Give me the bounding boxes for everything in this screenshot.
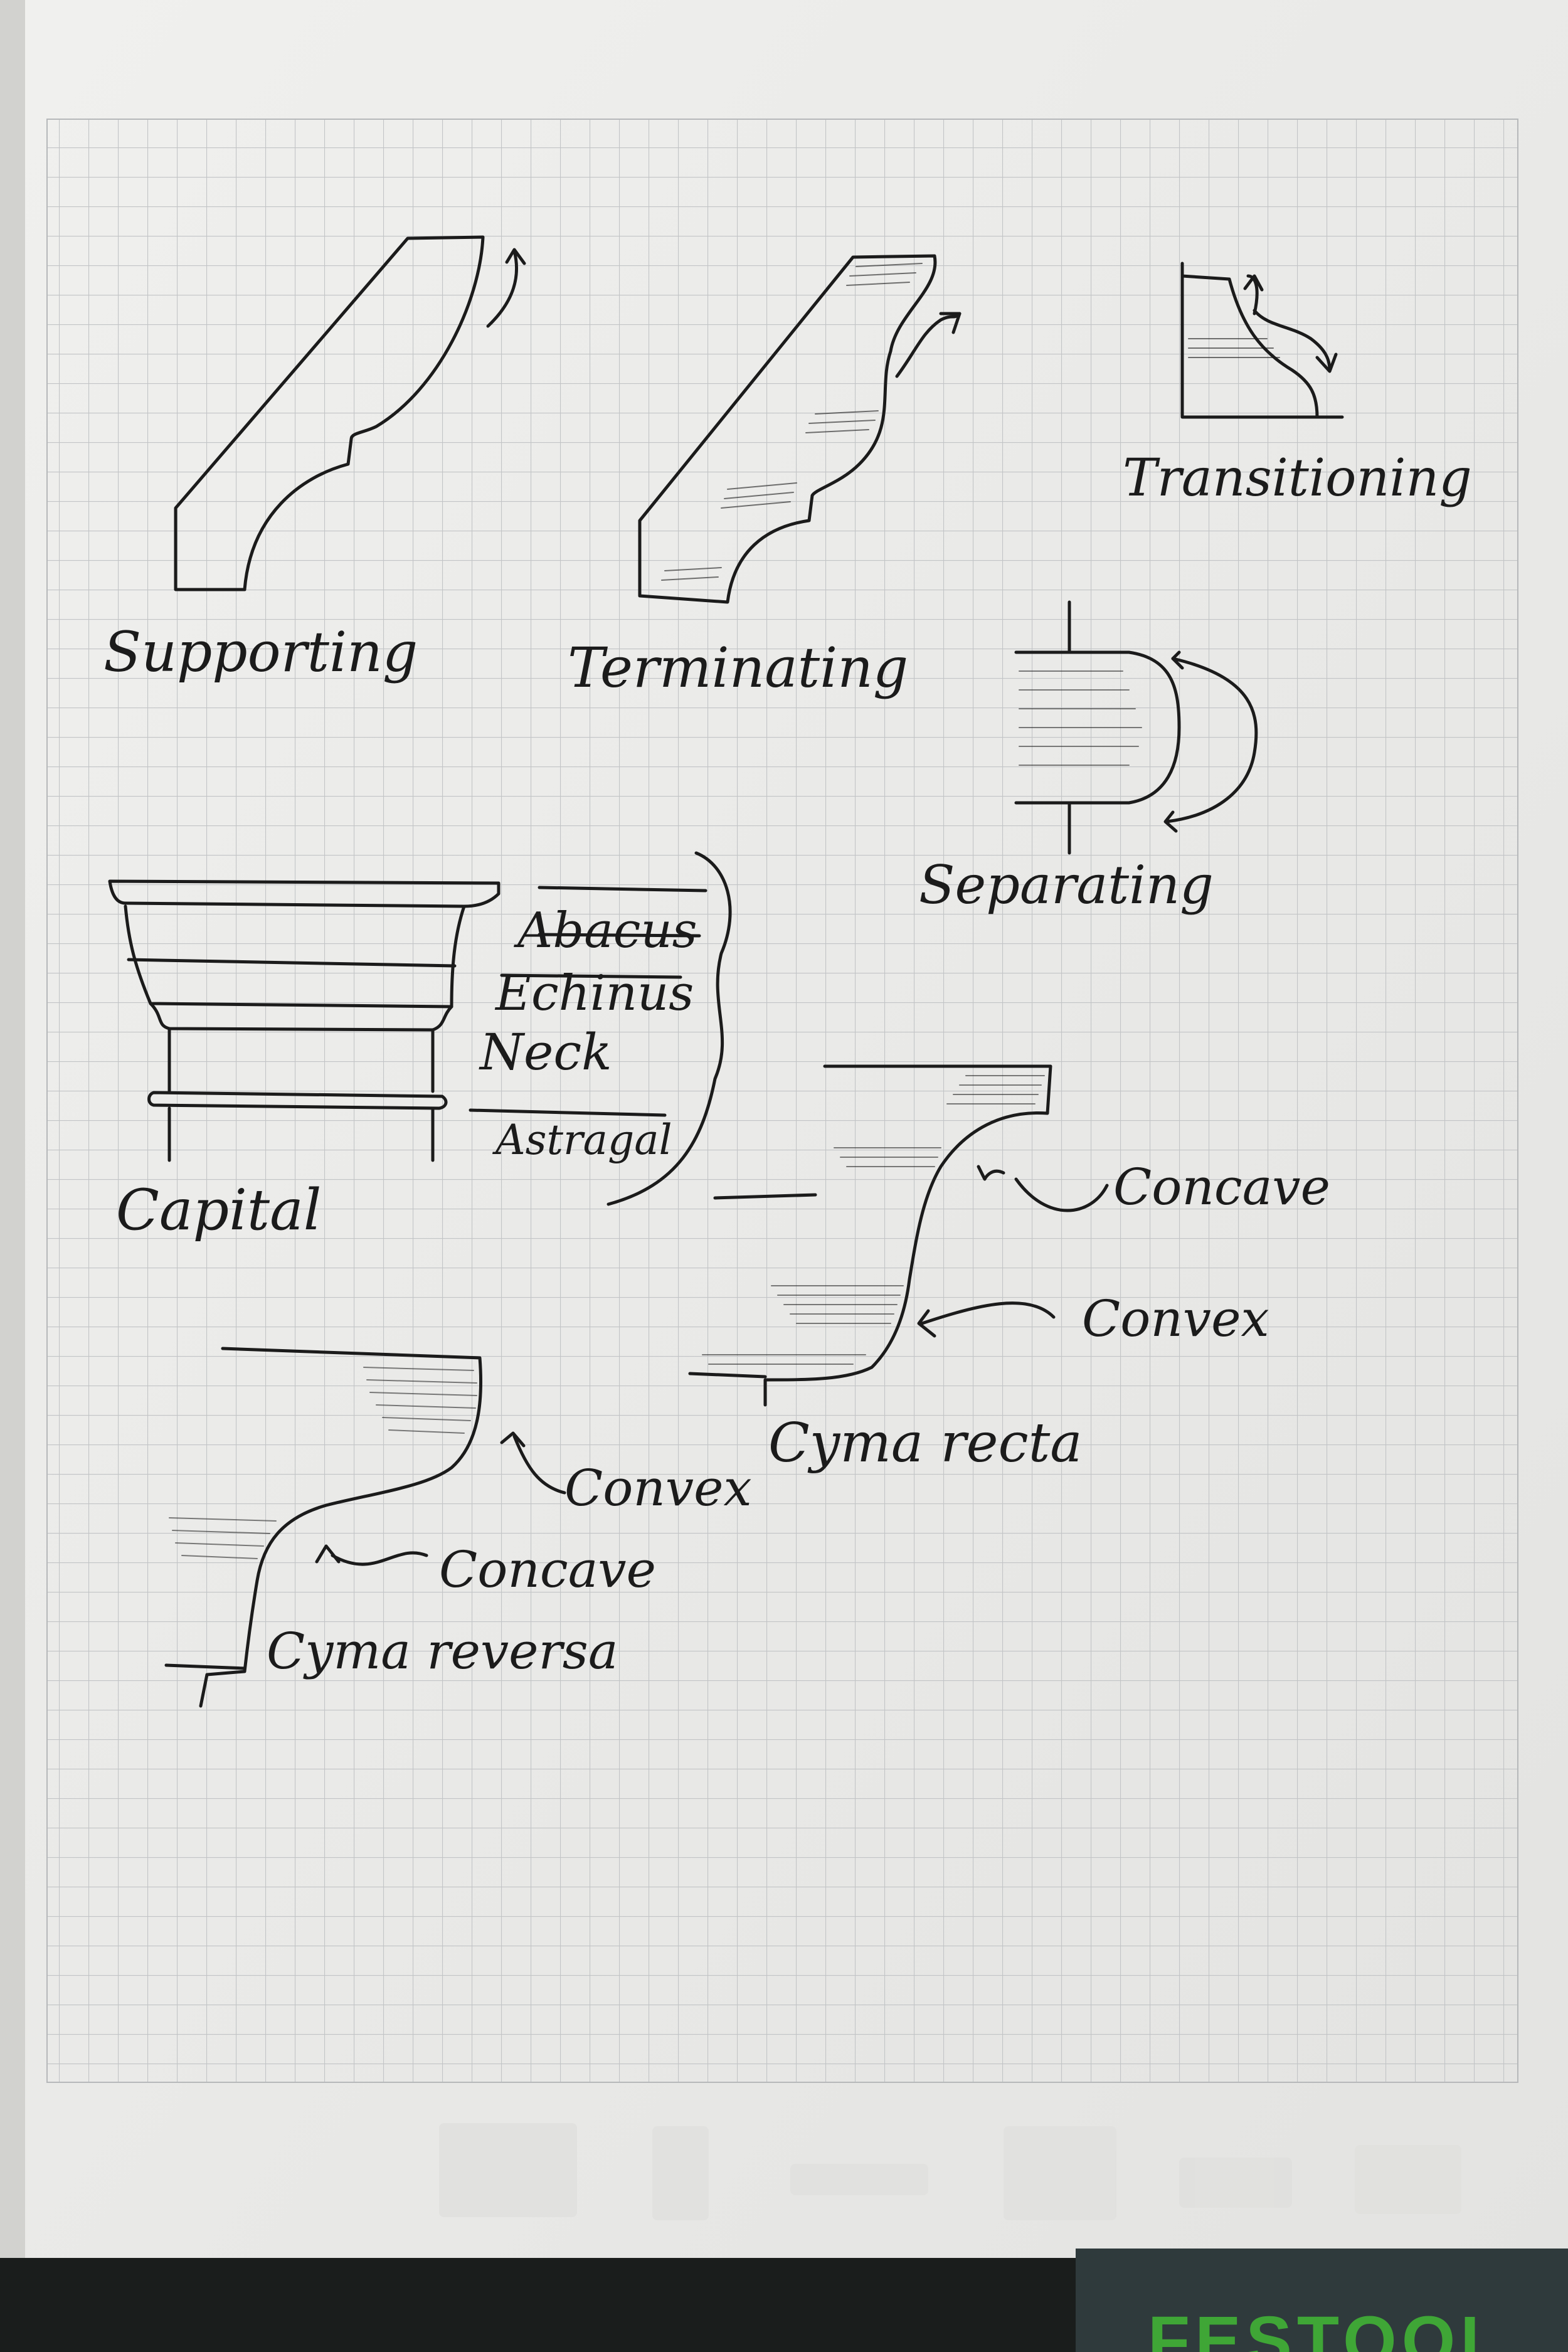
handwritten-labels: Supporting Terminating Transitioning Sep… (103, 448, 1472, 1680)
label-concave-recta: Concave (1113, 1158, 1330, 1216)
supporting-sketch (174, 235, 526, 591)
label-transitioning: Transitioning (1123, 448, 1472, 508)
grid-paper (47, 119, 1518, 2082)
label-separating: Separating (919, 854, 1214, 916)
capital-sketch (108, 851, 732, 1206)
label-astragal: Astragal (492, 1116, 672, 1164)
terminating-sketch (638, 254, 961, 604)
brand-logo: FESTOOL (1148, 2302, 1507, 2352)
label-convex-recta: Convex (1082, 1290, 1269, 1348)
transitioning-sketch (1180, 262, 1344, 419)
label-cyma-recta: Cyma recta (768, 1412, 1083, 1475)
separating-sketch (1014, 600, 1258, 855)
label-terminating: Terminating (568, 635, 908, 700)
label-echinus: Echinus (494, 965, 694, 1022)
label-neck: Neck (479, 1023, 612, 1081)
faint-tool-icons (439, 2123, 1461, 2220)
notebook-cover (1076, 2249, 1568, 2352)
label-supporting: Supporting (103, 620, 418, 684)
label-capital: Capital (116, 1177, 322, 1243)
label-concave-reversa: Concave (439, 1540, 656, 1599)
label-cyma-reversa: Cyma reversa (267, 1622, 618, 1680)
label-abacus: Abacus (514, 903, 697, 959)
label-convex-reversa: Convex (564, 1459, 752, 1517)
cyma-reversa-sketch (164, 1347, 566, 1708)
cyma-recta-sketch (688, 1064, 1109, 1407)
